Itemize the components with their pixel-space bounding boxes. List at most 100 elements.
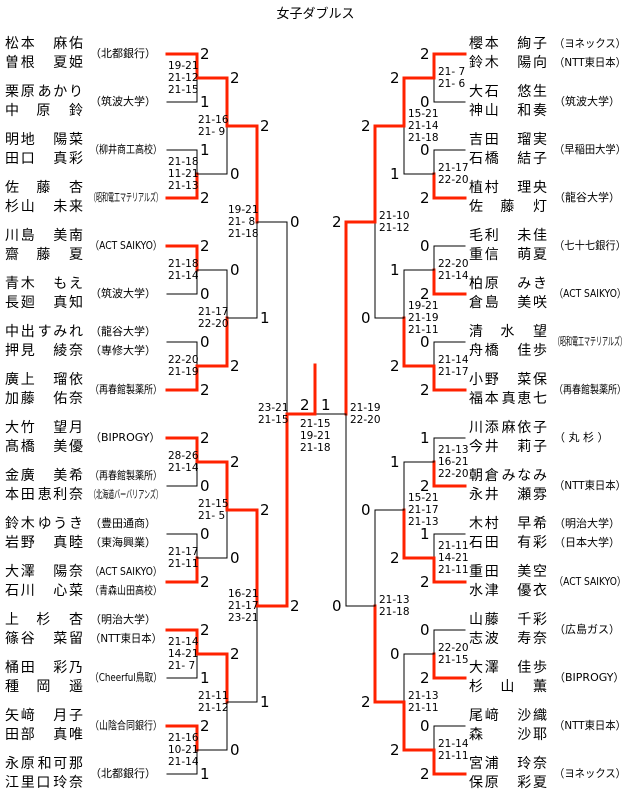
game-score: 21-11 bbox=[438, 564, 469, 576]
match-score: 1 bbox=[200, 93, 210, 111]
player-name: 石田 有彩 bbox=[469, 535, 549, 551]
player-name: 上杉 杏 bbox=[5, 612, 85, 628]
game-score: 21-12 bbox=[168, 72, 199, 84]
affiliation: （ACT SAIKYO） bbox=[554, 286, 626, 302]
affiliation: （広島ガス） bbox=[554, 622, 626, 638]
player-name: 朝倉 みなみ bbox=[469, 468, 549, 484]
game-score: 21-18 bbox=[168, 258, 199, 270]
match-score: 0 bbox=[230, 741, 240, 759]
affiliation-text: （早稲田大学） bbox=[554, 143, 626, 156]
match-score: 2 bbox=[390, 357, 400, 375]
match-score: 1 bbox=[260, 309, 270, 327]
match-score: 0 bbox=[332, 597, 342, 615]
game-score: 22-20 bbox=[438, 642, 469, 654]
match-score: 0 bbox=[361, 309, 371, 327]
player-name: 曽根 夏姫 bbox=[5, 55, 85, 71]
affiliation-text: （七十七銀行） bbox=[554, 239, 626, 252]
match-score: 2 bbox=[332, 213, 342, 231]
player-name: 川島 美南 bbox=[5, 228, 85, 244]
game-score: 19-21 bbox=[168, 60, 199, 72]
match-score: 0 bbox=[200, 477, 210, 495]
player-name: 毛利 未佳 bbox=[469, 228, 549, 244]
player-name: 清水 望 bbox=[469, 324, 549, 340]
affiliation-text: （青森山田高校） bbox=[90, 584, 162, 597]
affiliation-text: （昭和電工マテリアルズ） bbox=[554, 335, 626, 348]
game-score: 22-20 bbox=[438, 468, 469, 480]
game-score: 21-15 bbox=[300, 418, 331, 430]
game-score: 21- 7 bbox=[168, 660, 196, 672]
player-name: 重田 美空 bbox=[469, 564, 549, 580]
match-score: 1 bbox=[420, 429, 430, 447]
match-score: 2 bbox=[420, 285, 430, 303]
player-name: 大澤 陽奈 bbox=[5, 564, 85, 580]
affiliation: （東海興業） bbox=[90, 535, 162, 551]
match-score: 1 bbox=[200, 141, 210, 159]
game-score: 21-10 bbox=[379, 210, 410, 222]
player-name: 尾﨑 沙織 bbox=[469, 708, 549, 724]
match-score: 2 bbox=[420, 381, 430, 399]
affiliation-text: （筑波大学） bbox=[554, 95, 620, 108]
game-score: 21-14 bbox=[168, 756, 199, 768]
player-name: 明地 陽菜 bbox=[5, 132, 85, 148]
affiliation-text: （広島ガス） bbox=[554, 623, 620, 636]
game-score: 21-18 bbox=[228, 228, 259, 240]
game-score: 21-18 bbox=[379, 606, 410, 618]
player-name: 大澤 佳歩 bbox=[469, 660, 549, 676]
player-name: 山藤 千彩 bbox=[469, 612, 549, 628]
match-score: 1 bbox=[200, 765, 210, 783]
match-score: 2 bbox=[361, 693, 371, 711]
player-name: 福本 真恵七 bbox=[469, 391, 549, 407]
game-score: 21-14 bbox=[408, 120, 439, 132]
game-score: 19-21 bbox=[300, 430, 331, 442]
match-score: 1 bbox=[390, 453, 400, 471]
game-score: 21-18 bbox=[168, 156, 199, 168]
affiliation-text: （再春館製薬所） bbox=[90, 383, 162, 396]
player-name: 中原 鈴 bbox=[5, 103, 85, 119]
game-score: 21-18 bbox=[408, 132, 439, 144]
player-name: 篠谷 菜留 bbox=[5, 631, 85, 647]
match-score: 2 bbox=[420, 765, 430, 783]
player-name: 重信 萌夏 bbox=[469, 247, 549, 263]
match-score: 2 bbox=[230, 357, 240, 375]
match-score: 0 bbox=[230, 165, 240, 183]
affiliation-text: （筑波大学） bbox=[90, 95, 156, 108]
player-name: 佐藤 杏 bbox=[5, 180, 85, 196]
game-score: 22-20 bbox=[168, 354, 199, 366]
affiliation-text: （NTT東日本） bbox=[554, 56, 626, 69]
game-score: 22-20 bbox=[438, 258, 469, 270]
player-name: 松本 麻佑 bbox=[5, 36, 85, 52]
game-score: 21-16 bbox=[198, 114, 229, 126]
match-score: 1 bbox=[390, 261, 400, 279]
player-name: 大石 悠生 bbox=[469, 84, 549, 100]
game-score: 21-18 bbox=[300, 442, 331, 454]
match-score: 0 bbox=[230, 261, 240, 279]
affiliation: （NTT東日本） bbox=[554, 718, 626, 734]
game-score: 21-14 bbox=[168, 636, 199, 648]
player-name: 杉山 未来 bbox=[5, 199, 85, 215]
affiliation: （筑波大学） bbox=[554, 94, 626, 110]
player-name: 青木 もえ bbox=[5, 276, 85, 292]
player-name: 本田 恵利奈 bbox=[5, 487, 85, 503]
match-score: 2 bbox=[260, 117, 270, 135]
game-score: 21-13 bbox=[408, 690, 439, 702]
player-name: 川添 麻依子 bbox=[469, 420, 549, 436]
final-score-left: 2 bbox=[300, 396, 310, 414]
match-score: 2 bbox=[200, 573, 210, 591]
game-score: 21-13 bbox=[379, 594, 410, 606]
affiliation: （再春館製薬所） bbox=[90, 468, 162, 484]
affiliation: （昭和電工マテリアルズ） bbox=[554, 334, 626, 350]
affiliation-text: （再春館製薬所） bbox=[554, 383, 626, 396]
player-name: 宮浦 玲奈 bbox=[469, 756, 549, 772]
